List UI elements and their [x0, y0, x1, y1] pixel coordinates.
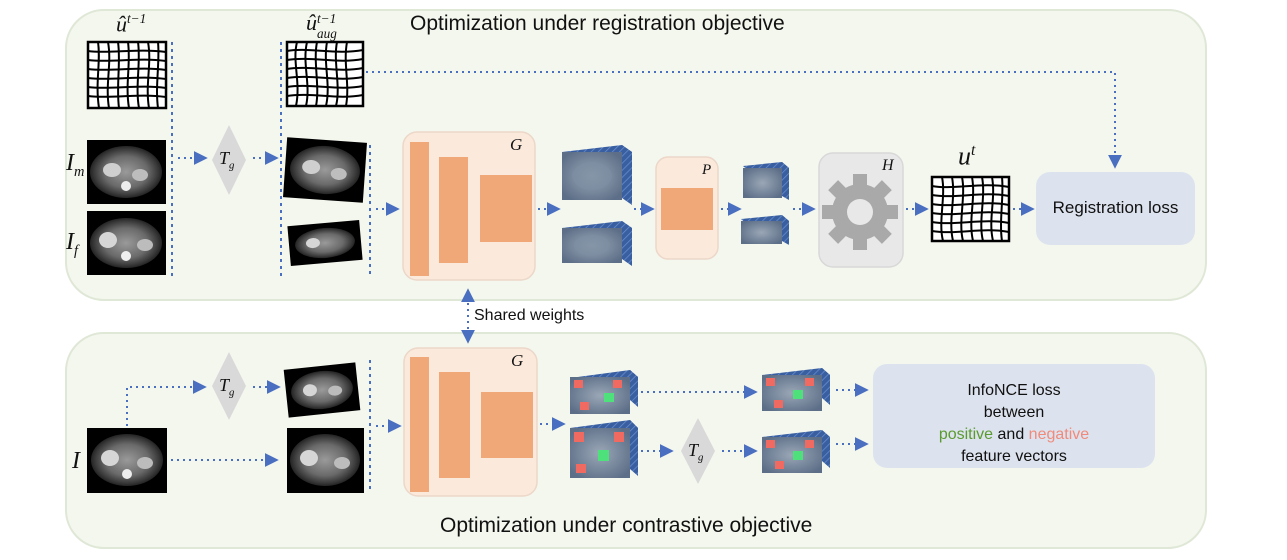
- tg-label-feature: Tg: [688, 440, 704, 464]
- deformation-grid-icon: [86, 40, 168, 110]
- ct-slice-icon: [87, 140, 166, 204]
- augmentation-diamond: [212, 125, 246, 195]
- feature-cube-icon: [562, 221, 632, 266]
- negative-word: negative: [1028, 426, 1090, 443]
- g-label-bottom: G: [511, 351, 524, 370]
- registration-loss-box: [1036, 172, 1195, 245]
- feature-cube-icon: [570, 370, 638, 414]
- projection-network: [655, 156, 719, 260]
- p-label: P: [702, 162, 712, 178]
- positive-word: positive: [938, 426, 994, 443]
- gear-icon: [822, 174, 898, 250]
- augmentation-diamond: [681, 418, 715, 484]
- ut-label: ut: [958, 141, 976, 171]
- feature-cube-icon: [570, 420, 638, 478]
- deformation-grid-icon: [930, 175, 1011, 243]
- feature-cube-icon: [743, 162, 789, 200]
- ct-slice-icon: [283, 362, 361, 418]
- tg-label: Tg: [219, 148, 235, 172]
- u-prev-label: ût−1: [116, 11, 147, 37]
- ct-slice-icon: [287, 219, 363, 267]
- registration-loss-label: Registration loss: [1052, 198, 1179, 217]
- infonce-loss-label: InfoNCE loss between positive and negati…: [938, 382, 1090, 465]
- infonce-loss-box: [873, 364, 1155, 468]
- shared-weights-label: Shared weights: [474, 307, 585, 324]
- feature-cube-icon: [741, 215, 789, 245]
- fixed-image-label: If: [66, 229, 78, 259]
- ct-slice-icon: [287, 428, 364, 493]
- input-image-label: I: [72, 448, 80, 474]
- h-label: H: [882, 157, 894, 174]
- ct-slice-icon: [87, 211, 166, 275]
- tg-label-bottom: Tg: [219, 375, 235, 399]
- registration-panel-title: Optimization under registration objectiv…: [410, 12, 785, 35]
- feature-cube-icon: [762, 368, 830, 411]
- ct-slice-icon: [283, 137, 367, 203]
- contrastive-panel-title: Optimization under contrastive objective: [440, 514, 813, 537]
- arrow-aug-to-loss: [366, 71, 1122, 169]
- feature-cube-icon: [762, 430, 830, 473]
- g-label: G: [510, 135, 523, 154]
- encoder-network: [403, 347, 538, 497]
- deformation-grid-icon: [285, 40, 365, 108]
- encoder-network: [402, 131, 536, 281]
- moving-image-label: Im: [66, 150, 85, 180]
- augmentation-diamond: [212, 352, 246, 420]
- ct-slice-icon: [87, 428, 167, 493]
- arrow-i-to-tg: [126, 380, 207, 426]
- feature-cube-icon: [562, 145, 632, 205]
